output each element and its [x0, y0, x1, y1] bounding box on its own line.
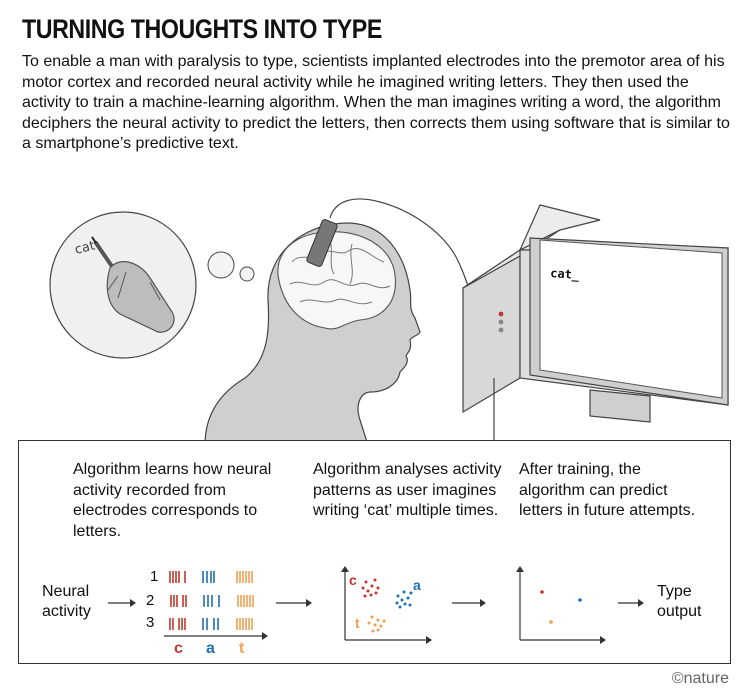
intro-paragraph: To enable a man with paralysis to type, … — [22, 53, 730, 153]
brain-folds — [289, 239, 391, 305]
cluster-label-c: c — [349, 572, 357, 588]
input-label: Neural activity — [42, 583, 91, 620]
thought-bubble-dot-small — [239, 266, 255, 282]
step-3-text: After training, the algorithm can predic… — [519, 461, 696, 520]
step-1-text: Algorithm learns how neural activity rec… — [73, 461, 272, 540]
cluster-dot-a — [400, 598, 404, 602]
cluster-dot-a — [402, 590, 406, 594]
cluster-plot-axes — [341, 566, 432, 644]
cluster-dot-t — [376, 628, 380, 632]
arrow-to-clusters — [276, 599, 312, 607]
prediction-plot-axes — [516, 566, 606, 644]
cluster-dot-a — [409, 591, 413, 595]
thought-word: cat — [73, 238, 96, 257]
cluster-dot-c — [374, 591, 378, 595]
step-2-text: Algorithm analyses activity patterns as … — [313, 461, 502, 520]
cluster-dot-t — [370, 615, 374, 619]
computer — [462, 204, 729, 423]
cluster-dot-a — [396, 594, 400, 598]
row-number-2: 2 — [146, 592, 155, 609]
cluster-dot-c — [373, 578, 377, 582]
cluster-dot-c — [363, 594, 367, 598]
arrow-to-raster — [108, 599, 136, 607]
cluster-dot-t — [373, 623, 377, 627]
cluster-dot-c — [364, 580, 368, 584]
cluster-dot-c — [369, 593, 373, 597]
cluster-dot-c — [376, 586, 380, 590]
cluster-dot-c — [540, 590, 544, 594]
letter-c: c — [174, 640, 183, 657]
explanation-panel — [18, 440, 731, 664]
cluster-dot-t — [367, 621, 371, 625]
output-label: Type output — [657, 583, 702, 620]
row-number-3: 3 — [146, 614, 155, 631]
cluster-dot-c — [366, 589, 370, 593]
cluster-dot-a — [578, 598, 582, 602]
cluster-dot-t — [376, 618, 380, 622]
letter-a: a — [206, 640, 215, 657]
page-title: TURNING THOUGHTS INTO TYPE — [22, 14, 382, 44]
thought-bubble-dot-large — [207, 251, 235, 279]
screen-text: cat_ — [550, 266, 581, 283]
credit: ©nature — [671, 670, 729, 687]
cluster-dot-t — [382, 619, 386, 623]
raster-axis — [164, 632, 268, 640]
implant-cable — [329, 198, 471, 293]
cluster-dot-c — [361, 586, 365, 590]
cluster-label-t: t — [355, 615, 360, 631]
cluster-dot-a — [408, 603, 412, 607]
cluster-dot-a — [395, 601, 399, 605]
cluster-dot-t — [379, 624, 383, 628]
arrow-to-output — [618, 599, 644, 607]
row-number-1: 1 — [150, 568, 159, 585]
cluster-dot-t — [371, 629, 375, 633]
arrow-to-prediction — [452, 599, 486, 607]
hand-with-pen — [91, 236, 175, 333]
cluster-dot-t — [549, 620, 553, 624]
cluster-dot-a — [406, 596, 410, 600]
electrode-implant — [306, 219, 338, 267]
letter-t: t — [239, 640, 245, 657]
cluster-dot-c — [370, 584, 374, 588]
cluster-dot-a — [398, 605, 402, 609]
cluster-dot-a — [403, 602, 407, 606]
cluster-label-a: a — [413, 577, 421, 593]
